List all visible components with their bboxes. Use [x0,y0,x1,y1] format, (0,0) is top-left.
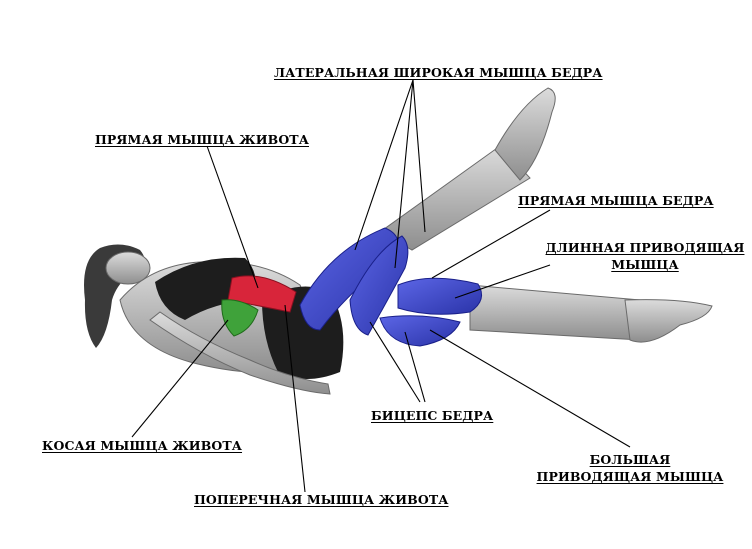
leader-biceps-femoris-2 [369,321,421,403]
leader-rectus-femoris [431,209,551,279]
extended-foot [624,299,713,343]
leader-rectus-abdominis [206,145,259,289]
leader-adductor-magnus [429,329,631,448]
raised-leg [379,87,556,251]
oblique-muscle [221,299,259,337]
label-external-oblique: КОСАЯ МЫШЦА ЖИВОТА [42,438,243,453]
adductor-magnus-muscle [379,315,461,347]
arm [149,311,331,395]
adductor-longus-muscle [397,277,483,315]
leader-oblique [131,319,229,438]
label-rectus-femoris: ПРЯМАЯ МЫШЦА БЕДРА [518,193,714,208]
label-biceps-femoris: БИЦЕПС БЕДРА [371,408,494,423]
extended-leg [469,284,713,343]
head [84,244,151,348]
label-transverse-abdominis: ПОПЕРЕЧНАЯ МЫШЦА ЖИВОТА [194,492,449,507]
leader-lateral-vastus-2 [394,79,414,269]
leader-adductor-longus [454,264,551,299]
rectus-femoris-muscle [349,235,409,336]
sports-bra [155,257,256,320]
label-adductor-longus: ДЛИННАЯ ПРИВОДЯЩАЯ МЫШЦА [545,240,745,272]
raised-foot [494,87,556,181]
label-adductor-magnus: БОЛЬШАЯ ПРИВОДЯЩАЯ МЫШЦА [536,452,724,484]
label-rectus-abdominis: ПРЯМАЯ МЫШЦА ЖИВОТА [95,132,309,147]
leader-lines [131,79,631,493]
leader-transverse-abdominis [284,304,306,493]
label-lateral-vastus: ЛАТЕРАЛЬНАЯ ШИРОКАЯ МЫШЦА БЕДРА [274,65,603,80]
extended-shin [469,284,641,341]
face [105,251,151,285]
leader-lateral-vastus-1 [354,79,414,251]
highlighted-muscles [221,227,483,347]
leader-lateral-vastus-3 [412,79,426,233]
leader-biceps-femoris-1 [404,331,426,403]
